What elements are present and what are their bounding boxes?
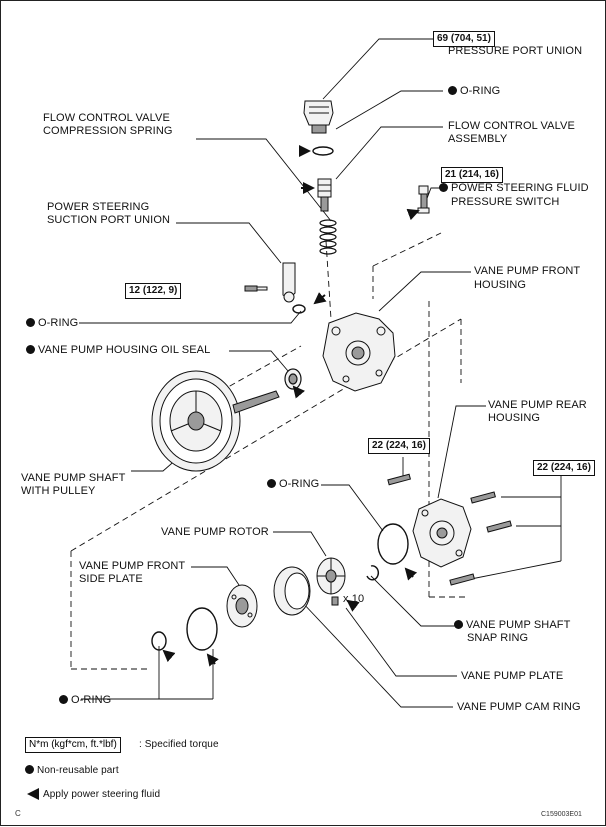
label-flow-control-spring-2: COMPRESSION SPRING xyxy=(43,125,173,137)
label-suction-port-union-2: SUCTION PORT UNION xyxy=(47,214,171,226)
label-flow-control-valve-assembly-2: ASSEMBLY xyxy=(448,133,508,145)
torque-rear-housing-left: 22 (224, 16) xyxy=(368,438,430,454)
label-snap-ring-text: VANE PUMP SHAFT xyxy=(466,619,571,631)
o-ring-bottom-small-part xyxy=(151,631,167,651)
label-pressure-switch-text: POWER STEERING FLUID xyxy=(451,182,589,194)
legend-torque-text: : Specified torque xyxy=(139,739,219,750)
corner-letter: C xyxy=(15,809,21,818)
label-flow-control-valve-assembly-1: FLOW CONTROL VALVE xyxy=(448,120,575,132)
non-reusable-dot-icon xyxy=(25,765,34,774)
front-housing-part xyxy=(322,312,396,392)
rotor-part xyxy=(316,557,346,595)
vane-part xyxy=(331,596,339,606)
flow-control-valve-part xyxy=(317,178,332,212)
legend-apply-fluid: Apply power steering fluid xyxy=(43,789,161,800)
label-pressure-switch-2: PRESSURE SWITCH xyxy=(451,196,560,208)
label-rear-housing-2: HOUSING xyxy=(488,412,541,424)
rear-housing-part xyxy=(412,498,472,568)
label-o-ring-top-text: O-RING xyxy=(460,85,501,97)
o-ring-top-part xyxy=(312,146,334,156)
torque-suction-union-bolt: 12 (122, 9) xyxy=(125,283,182,299)
label-suction-port-union-1: POWER STEERING xyxy=(47,201,150,213)
non-reusable-dot-icon xyxy=(448,86,457,95)
torque-pressure-port-union: 69 (704, 51) xyxy=(433,31,495,47)
label-o-ring-bottom-text: O-RING xyxy=(71,694,112,706)
label-o-ring-bottom: O-RING xyxy=(59,694,111,707)
label-snap-ring-2: SNAP RING xyxy=(467,632,529,644)
oil-seal-part xyxy=(284,368,302,390)
label-snap-ring-1: VANE PUMP SHAFT xyxy=(454,619,570,632)
label-o-ring-rear: O-RING xyxy=(267,478,319,491)
figure-id: C159003E01 xyxy=(541,811,582,818)
pressure-switch-part xyxy=(417,185,430,214)
o-ring-bottom-large-part xyxy=(186,607,218,651)
torque-pressure-switch: 21 (214, 16) xyxy=(441,167,503,183)
torque-rear-housing-right: 22 (224, 16) xyxy=(533,460,595,476)
label-rotor: VANE PUMP ROTOR xyxy=(161,526,269,538)
label-shaft-with-pulley-2: WITH PULLEY xyxy=(21,485,96,497)
label-cam-ring: VANE PUMP CAM RING xyxy=(457,701,581,713)
label-front-housing-2: HOUSING xyxy=(474,279,527,291)
cam-ring-part xyxy=(273,566,311,616)
non-reusable-dot-icon xyxy=(26,318,35,327)
pressure-port-union-part xyxy=(303,100,334,134)
legend-torque-box: N*m (kgf*cm, ft.*lbf) xyxy=(25,737,121,753)
non-reusable-dot-icon xyxy=(439,183,448,192)
pulley-part xyxy=(151,370,280,472)
label-rear-housing-1: VANE PUMP REAR xyxy=(488,399,587,411)
label-o-ring-suction: O-RING xyxy=(26,317,78,330)
o-ring-rear-part xyxy=(377,523,409,565)
snap-ring-part xyxy=(366,565,380,581)
label-front-side-plate-2: SIDE PLATE xyxy=(79,573,143,585)
spring-part xyxy=(319,219,337,255)
leader-lines xyxy=(79,38,562,708)
o-ring-suction-part xyxy=(292,304,306,314)
front-side-plate-part xyxy=(226,584,258,628)
label-housing-oil-seal-text: VANE PUMP HOUSING OIL SEAL xyxy=(38,344,211,356)
label-pressure-port-union: PRESSURE PORT UNION xyxy=(448,45,583,57)
label-o-ring-suction-text: O-RING xyxy=(38,317,79,329)
label-flow-control-spring-1: FLOW CONTROL VALVE xyxy=(43,112,170,124)
label-o-ring-top: O-RING xyxy=(448,85,500,98)
legend-non-reusable: Non-reusable part xyxy=(25,764,119,777)
non-reusable-dot-icon xyxy=(26,345,35,354)
non-reusable-dot-icon xyxy=(454,620,463,629)
apply-fluid-arrows xyxy=(162,145,420,667)
non-reusable-dot-icon xyxy=(267,479,276,488)
label-front-housing-1: VANE PUMP FRONT xyxy=(474,265,581,277)
non-reusable-dot-icon xyxy=(59,695,68,704)
label-housing-oil-seal: VANE PUMP HOUSING OIL SEAL xyxy=(26,344,210,357)
suction-union-bolt-part xyxy=(244,285,268,292)
suction-port-union-part xyxy=(282,262,296,303)
label-front-side-plate-1: VANE PUMP FRONT xyxy=(79,560,186,572)
label-pump-plate: VANE PUMP PLATE xyxy=(461,670,564,682)
legend-non-reusable-text: Non-reusable part xyxy=(37,765,119,776)
label-o-ring-rear-text: O-RING xyxy=(279,478,320,490)
label-pressure-switch-1: POWER STEERING FLUID xyxy=(439,182,589,195)
label-vane-count: x 10 xyxy=(343,593,365,605)
rear-housing-bolts xyxy=(387,473,512,586)
label-shaft-with-pulley-1: VANE PUMP SHAFT xyxy=(21,472,126,484)
